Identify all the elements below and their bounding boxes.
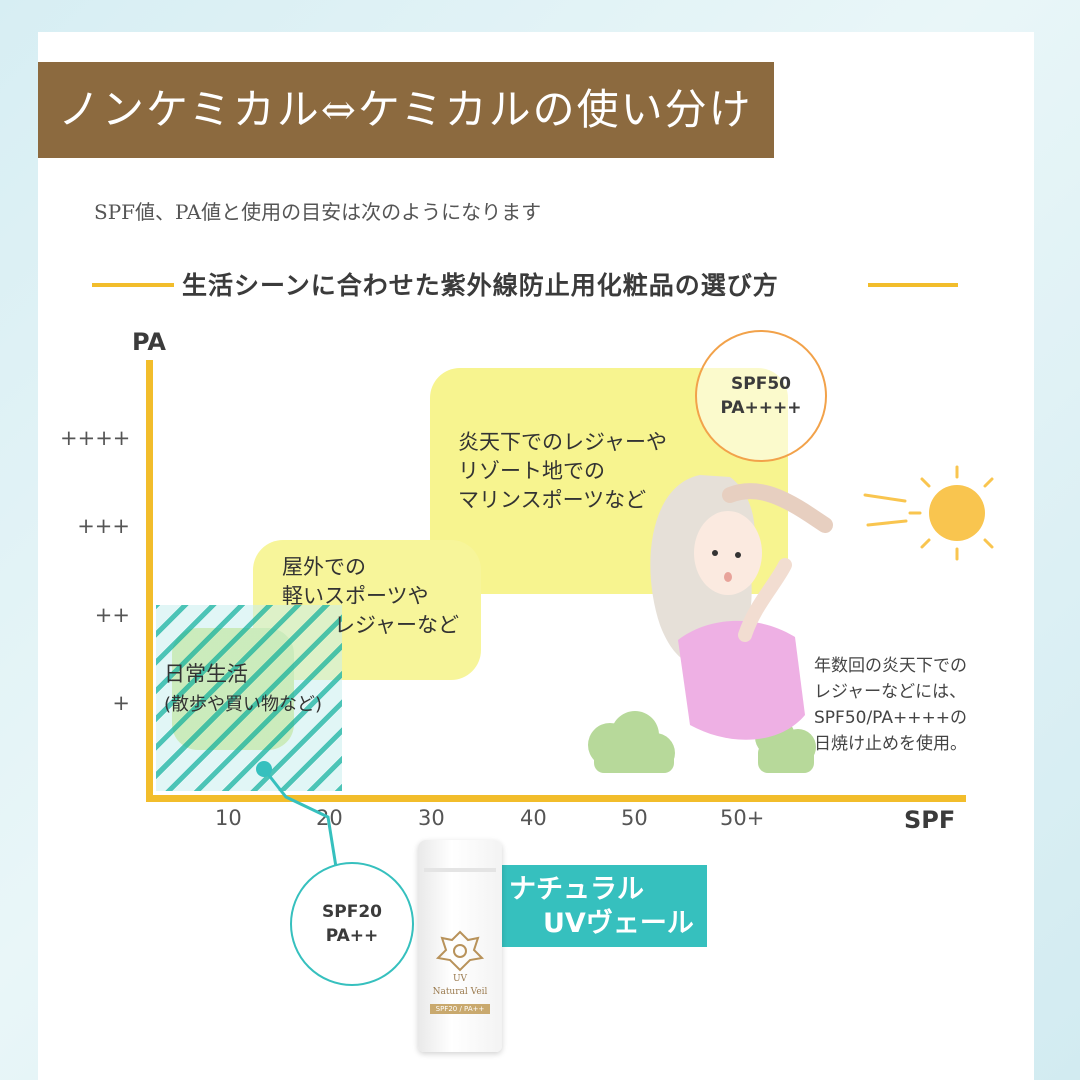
woman-icon <box>650 475 833 740</box>
y-tick: ++++ <box>60 426 131 450</box>
bush-icon <box>588 711 816 773</box>
natural-veil-range <box>156 605 342 791</box>
y-tick: +++ <box>77 514 130 538</box>
crest-icon <box>435 930 485 972</box>
note-line: 日焼け止めを使用。 <box>814 734 967 754</box>
sun-icon <box>863 465 994 561</box>
bottle-cap-line <box>424 868 496 872</box>
zone-leisure-line: マリンスポーツなど <box>458 488 647 512</box>
page-title: ノンケミカル⇔ケミカルの使い分け <box>58 85 753 134</box>
product-name-line2: UVヴェール <box>543 908 694 939</box>
spf50-circle: SPF50 PA++++ <box>695 330 827 462</box>
x-tick: 50 <box>621 806 648 830</box>
x-axis <box>146 795 966 802</box>
spf20-text: SPF20 <box>322 902 382 922</box>
usage-note: 年数回の炎天下での レジャーなどには、 SPF50/PA++++の 日焼け止めを… <box>814 653 967 757</box>
zone-outdoor-line: 軽いスポーツや <box>282 584 429 608</box>
x-axis-label: SPF <box>904 806 956 834</box>
zone-outdoor-line: レジャーなど <box>334 613 459 637</box>
spf20-circle: SPF20 PA++ <box>290 862 414 986</box>
subtitle: SPF値、PA値と使用の目安は次のようになります <box>94 200 542 224</box>
product-name-line1: ナチュラル <box>509 874 644 905</box>
zone-daily-line: 日常生活 <box>164 662 248 686</box>
x-tick: 40 <box>520 806 547 830</box>
heading-line-right <box>868 283 958 287</box>
zone-outdoor-line: 屋外での <box>282 555 366 579</box>
zone-daily-line: (散歩や買い物など) <box>164 694 323 715</box>
x-tick: 10 <box>215 806 242 830</box>
zone-leisure-label: 炎天下でのレジャーや リゾート地での マリンスポーツなど <box>458 428 667 515</box>
zone-daily-label: 日常生活 (散歩や買い物など) <box>164 660 322 719</box>
pa2-text: PA++ <box>325 926 379 946</box>
bottle-brand: UV <box>452 974 468 984</box>
zone-outdoor-label: 屋外での 軽いスポーツや レジャーなど <box>282 553 459 640</box>
spf50-text: SPF50 <box>731 374 791 394</box>
page-title-banner: ノンケミカル⇔ケミカルの使い分け <box>38 62 774 158</box>
product-name-badge: ナチュラル UVヴェール <box>499 865 707 947</box>
product-bottle: UV Natural Veil SPF20 / PA++ <box>418 840 502 1052</box>
y-axis-label: PA <box>132 328 166 356</box>
bottle-name: Natural Veil <box>432 987 488 997</box>
connector-line <box>256 761 338 868</box>
zone-leisure-line: 炎天下でのレジャーや <box>458 430 667 454</box>
x-tick: 30 <box>418 806 445 830</box>
note-line: SPF50/PA++++の <box>814 708 967 728</box>
bottle-label: SPF20 / PA++ <box>430 1004 490 1014</box>
note-line: レジャーなどには、 <box>814 682 967 702</box>
heading-line-left <box>92 283 174 287</box>
woman-sun-illustration <box>588 465 994 773</box>
section-heading: 生活シーンに合わせた紫外線防止用化粧品の選び方 <box>182 271 779 300</box>
note-line: 年数回の炎天下での <box>814 656 967 676</box>
pa4-text: PA++++ <box>720 398 802 418</box>
zone-leisure-line: リゾート地での <box>458 459 605 483</box>
y-axis <box>146 360 153 800</box>
y-tick: + <box>112 691 130 715</box>
y-tick: ++ <box>94 603 130 627</box>
x-tick: 50+ <box>720 806 765 830</box>
